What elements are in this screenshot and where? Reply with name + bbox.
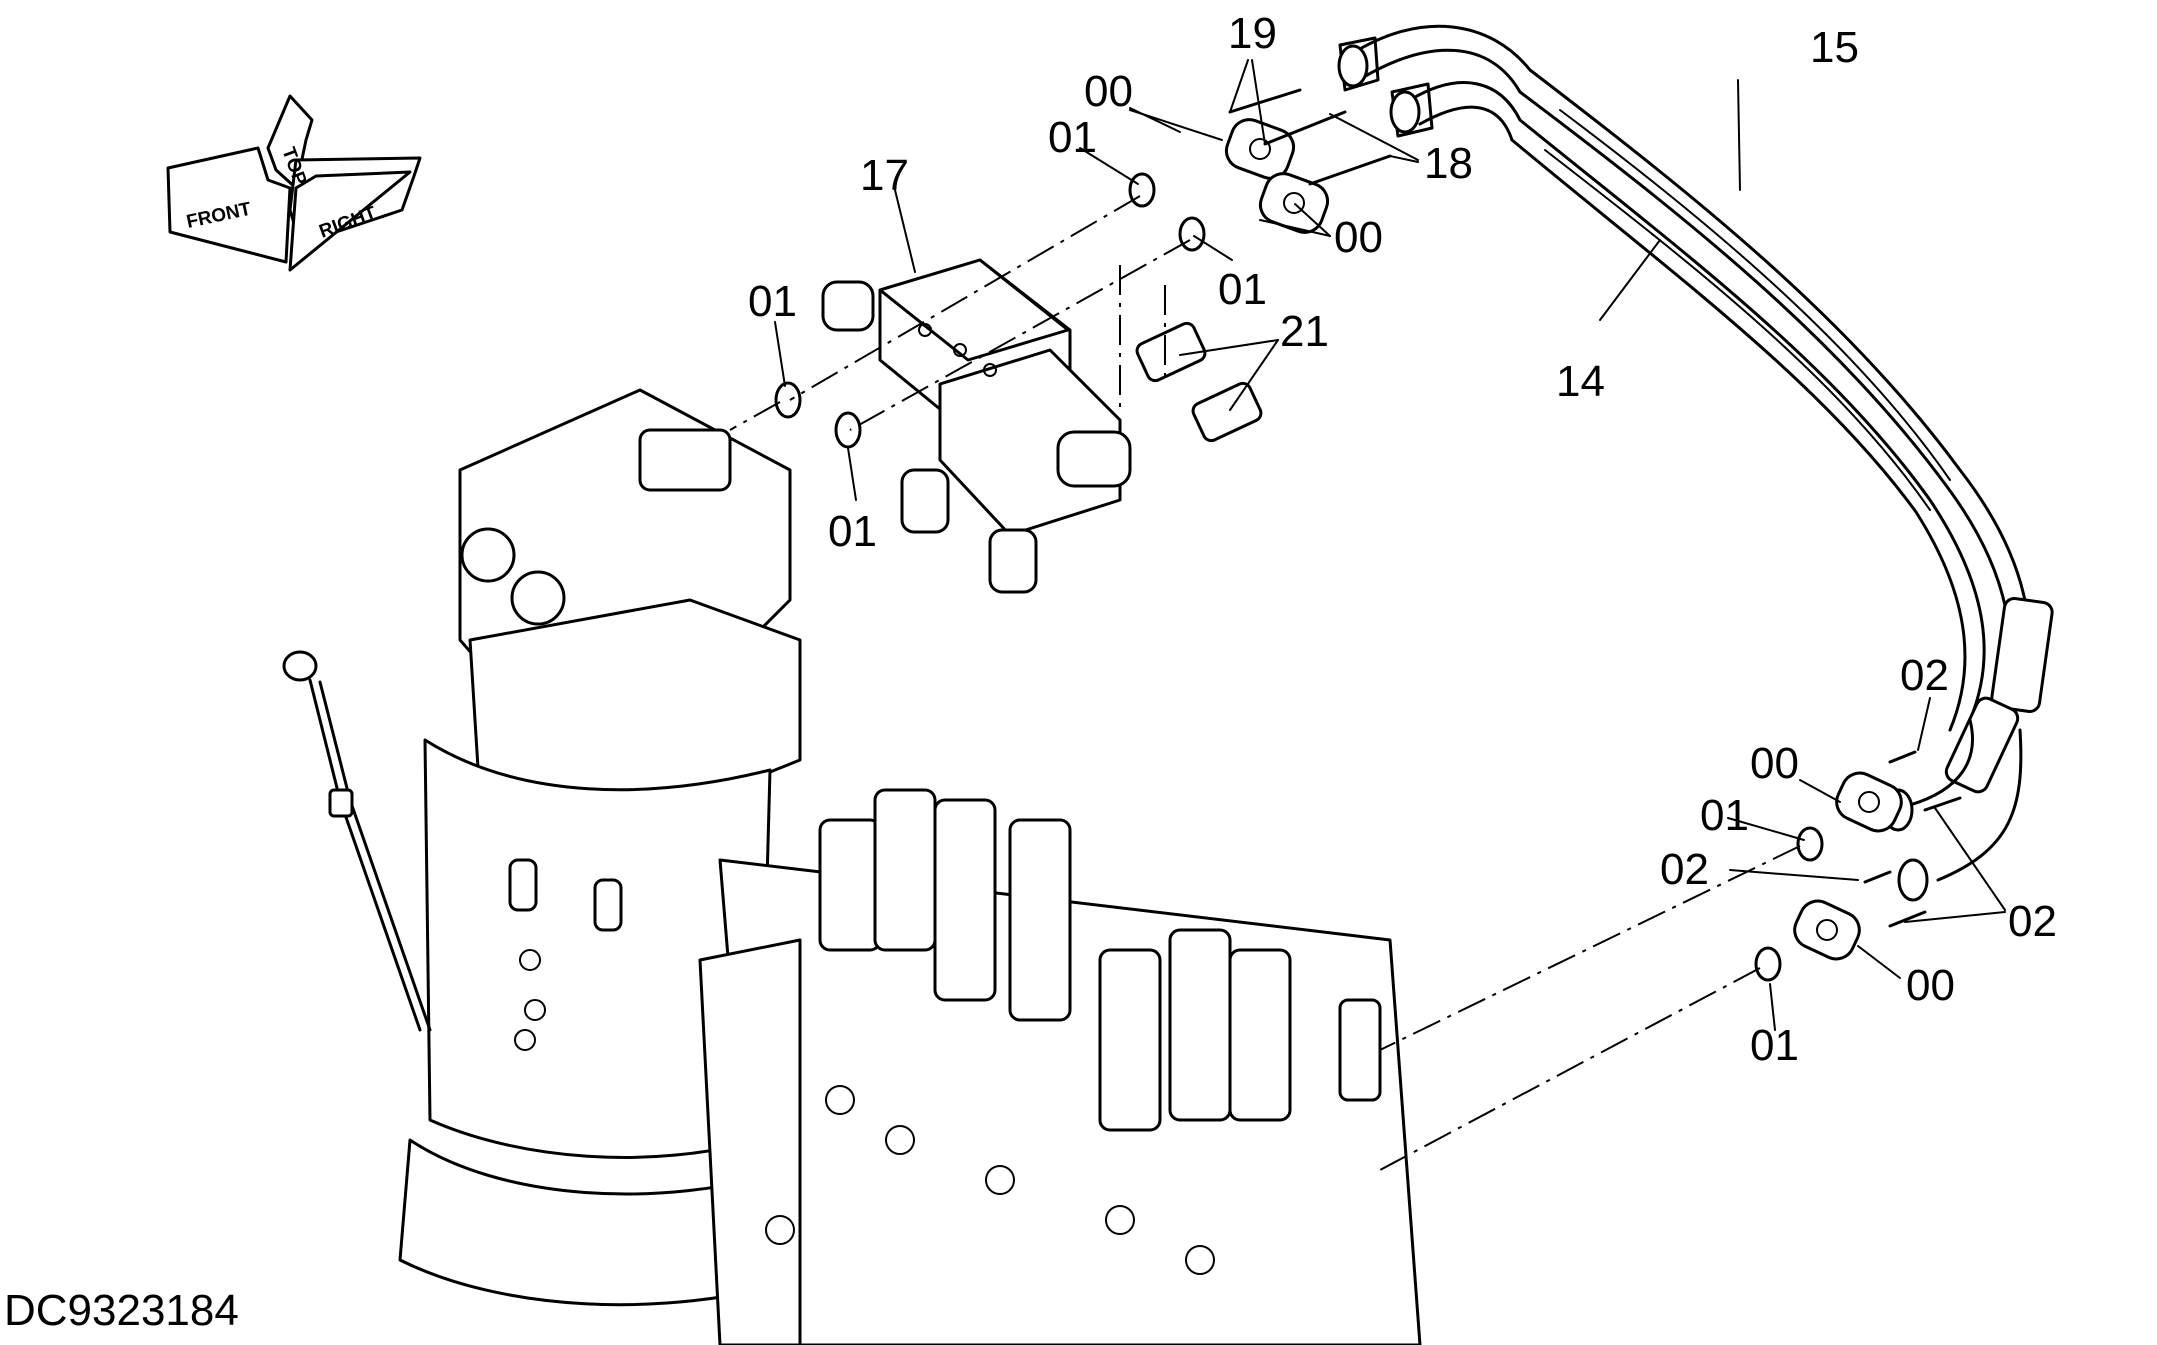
leader-lines [774, 59, 2006, 1031]
callout-21: 21 [1280, 307, 1329, 356]
drawing-number: DC9323184 [4, 1286, 239, 1335]
callout-14: 14 [1556, 357, 1605, 406]
callout-01-valve-b: 01 [828, 507, 877, 556]
callout-00-upper-a: 00 [1084, 67, 1133, 116]
callout-02-lower-c: 02 [2008, 897, 2057, 946]
callout-19: 19 [1228, 9, 1277, 58]
pressure-sensors [1135, 321, 1263, 443]
callout-15: 15 [1810, 23, 1859, 72]
swing-motor [398, 388, 802, 1307]
control-valve [698, 788, 1422, 1345]
callout-labels: 19 15 00 01 18 17 00 01 01 21 14 01 02 0… [748, 9, 2057, 1070]
callout-01-lower-a: 01 [1700, 791, 1749, 840]
callout-00-lower-b: 00 [1906, 961, 1955, 1010]
callout-18: 18 [1424, 139, 1473, 188]
callout-01-upper-b: 01 [1218, 265, 1267, 314]
callout-02-lower-b: 02 [1660, 845, 1709, 894]
dipstick [282, 650, 432, 1032]
callout-17: 17 [860, 151, 909, 200]
callout-01-upper-a: 01 [1048, 113, 1097, 162]
callout-00-lower-a: 00 [1750, 739, 1799, 788]
orientation-indicator: FRONT TOP RIGHT [166, 94, 422, 272]
assembly-lines [729, 195, 1801, 1171]
valve-block [774, 258, 1132, 594]
callout-00-upper-b: 00 [1334, 213, 1383, 262]
callout-02-lower-a: 02 [1900, 651, 1949, 700]
callout-01-valve-a: 01 [748, 277, 797, 326]
callout-01-lower-b: 01 [1750, 1021, 1799, 1070]
lower-flange-set [1754, 750, 1962, 982]
upper-flange-set [1128, 88, 1392, 252]
